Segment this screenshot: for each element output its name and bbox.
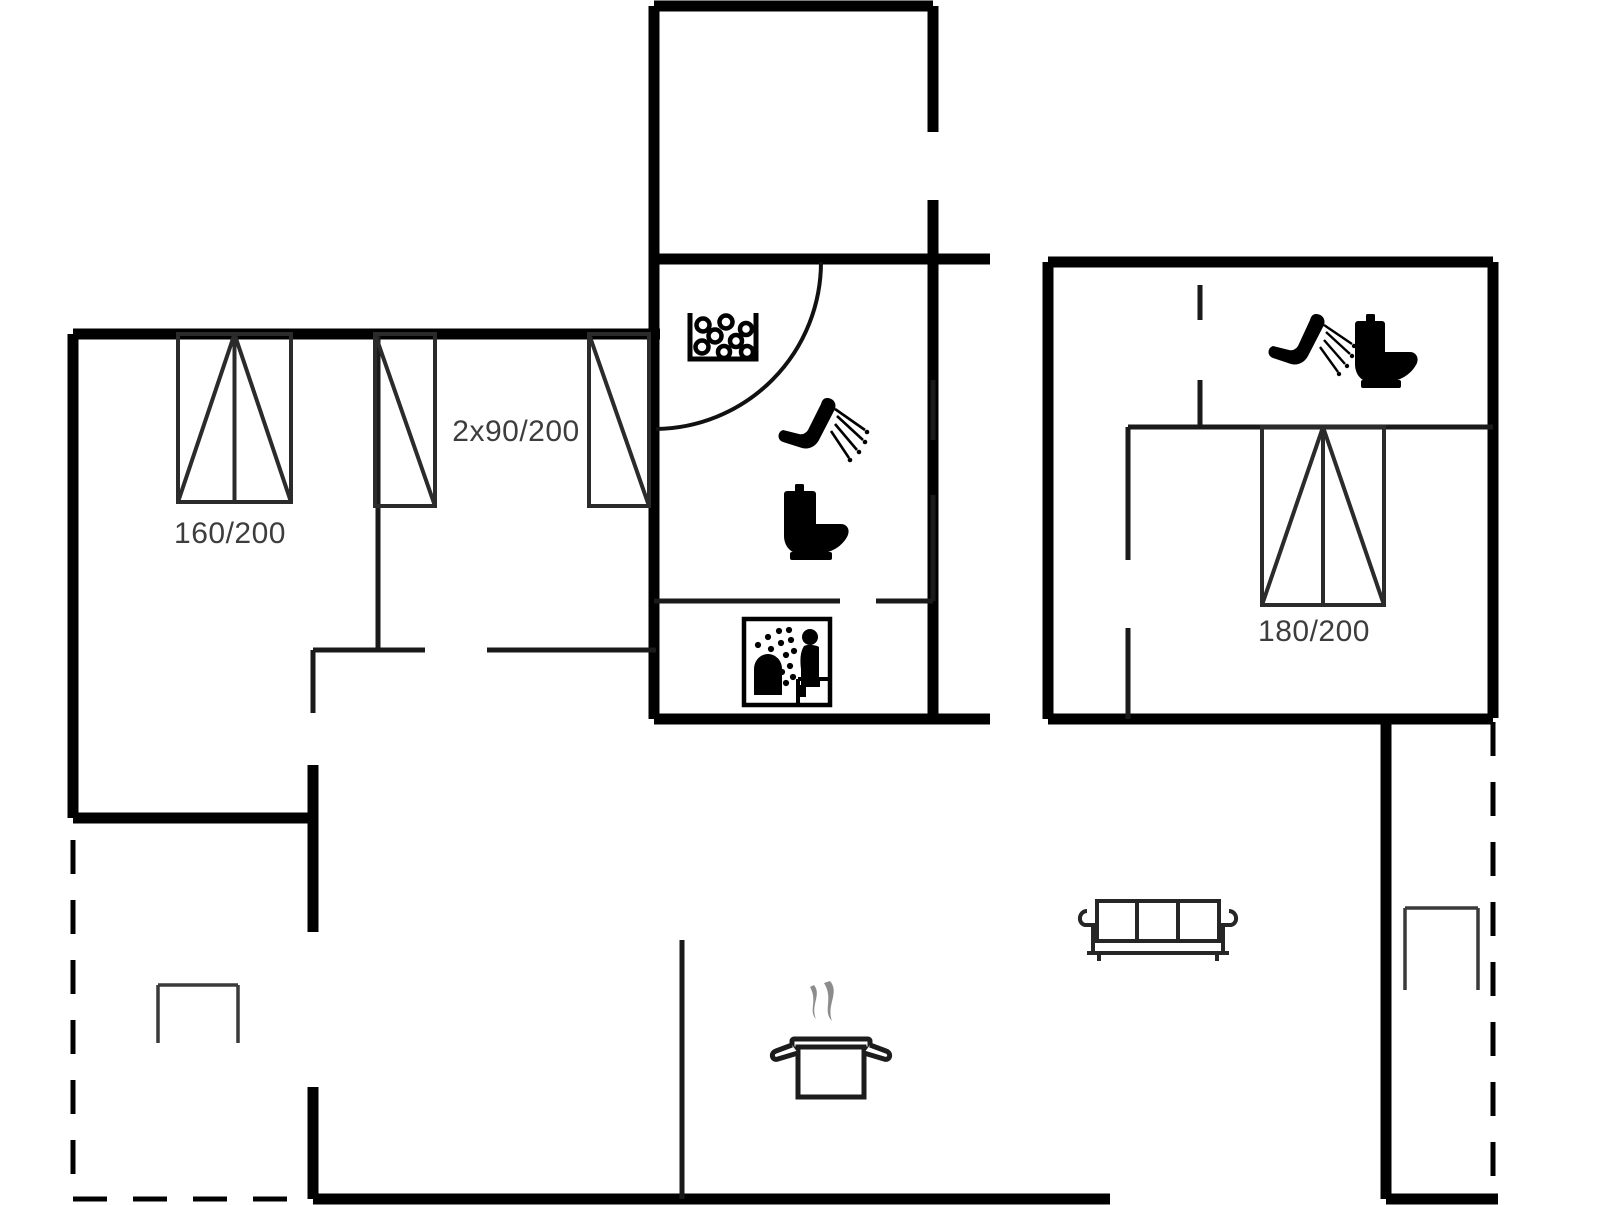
door-swing-center-bathroom — [655, 261, 823, 431]
shower-toilet-icon-center — [778, 398, 870, 560]
sofa-icon — [1078, 899, 1238, 961]
washing-machine-icon — [687, 313, 759, 362]
terrace-furniture — [156, 906, 1480, 1043]
cooking-pot-icon — [769, 981, 893, 1100]
bed-single-b — [587, 332, 651, 508]
bed-label-160-200: 160/200 — [174, 517, 286, 550]
bed-label-2x90-200: 2x90/200 — [452, 415, 579, 448]
door-arc-path — [655, 261, 823, 431]
bed-label-180-200: 180/200 — [1258, 615, 1370, 648]
exterior-walls — [67, 0, 1499, 1205]
bed-double-left — [176, 332, 293, 504]
terrace-outlines — [70, 722, 1496, 1202]
sauna-icon — [741, 616, 833, 708]
terrace-left-table — [156, 983, 240, 1043]
bed-double-right — [1260, 425, 1386, 607]
terrace-right-table — [1403, 906, 1480, 990]
bed-single-a — [373, 332, 437, 508]
shower-toilet-icon-right — [1268, 314, 1418, 388]
